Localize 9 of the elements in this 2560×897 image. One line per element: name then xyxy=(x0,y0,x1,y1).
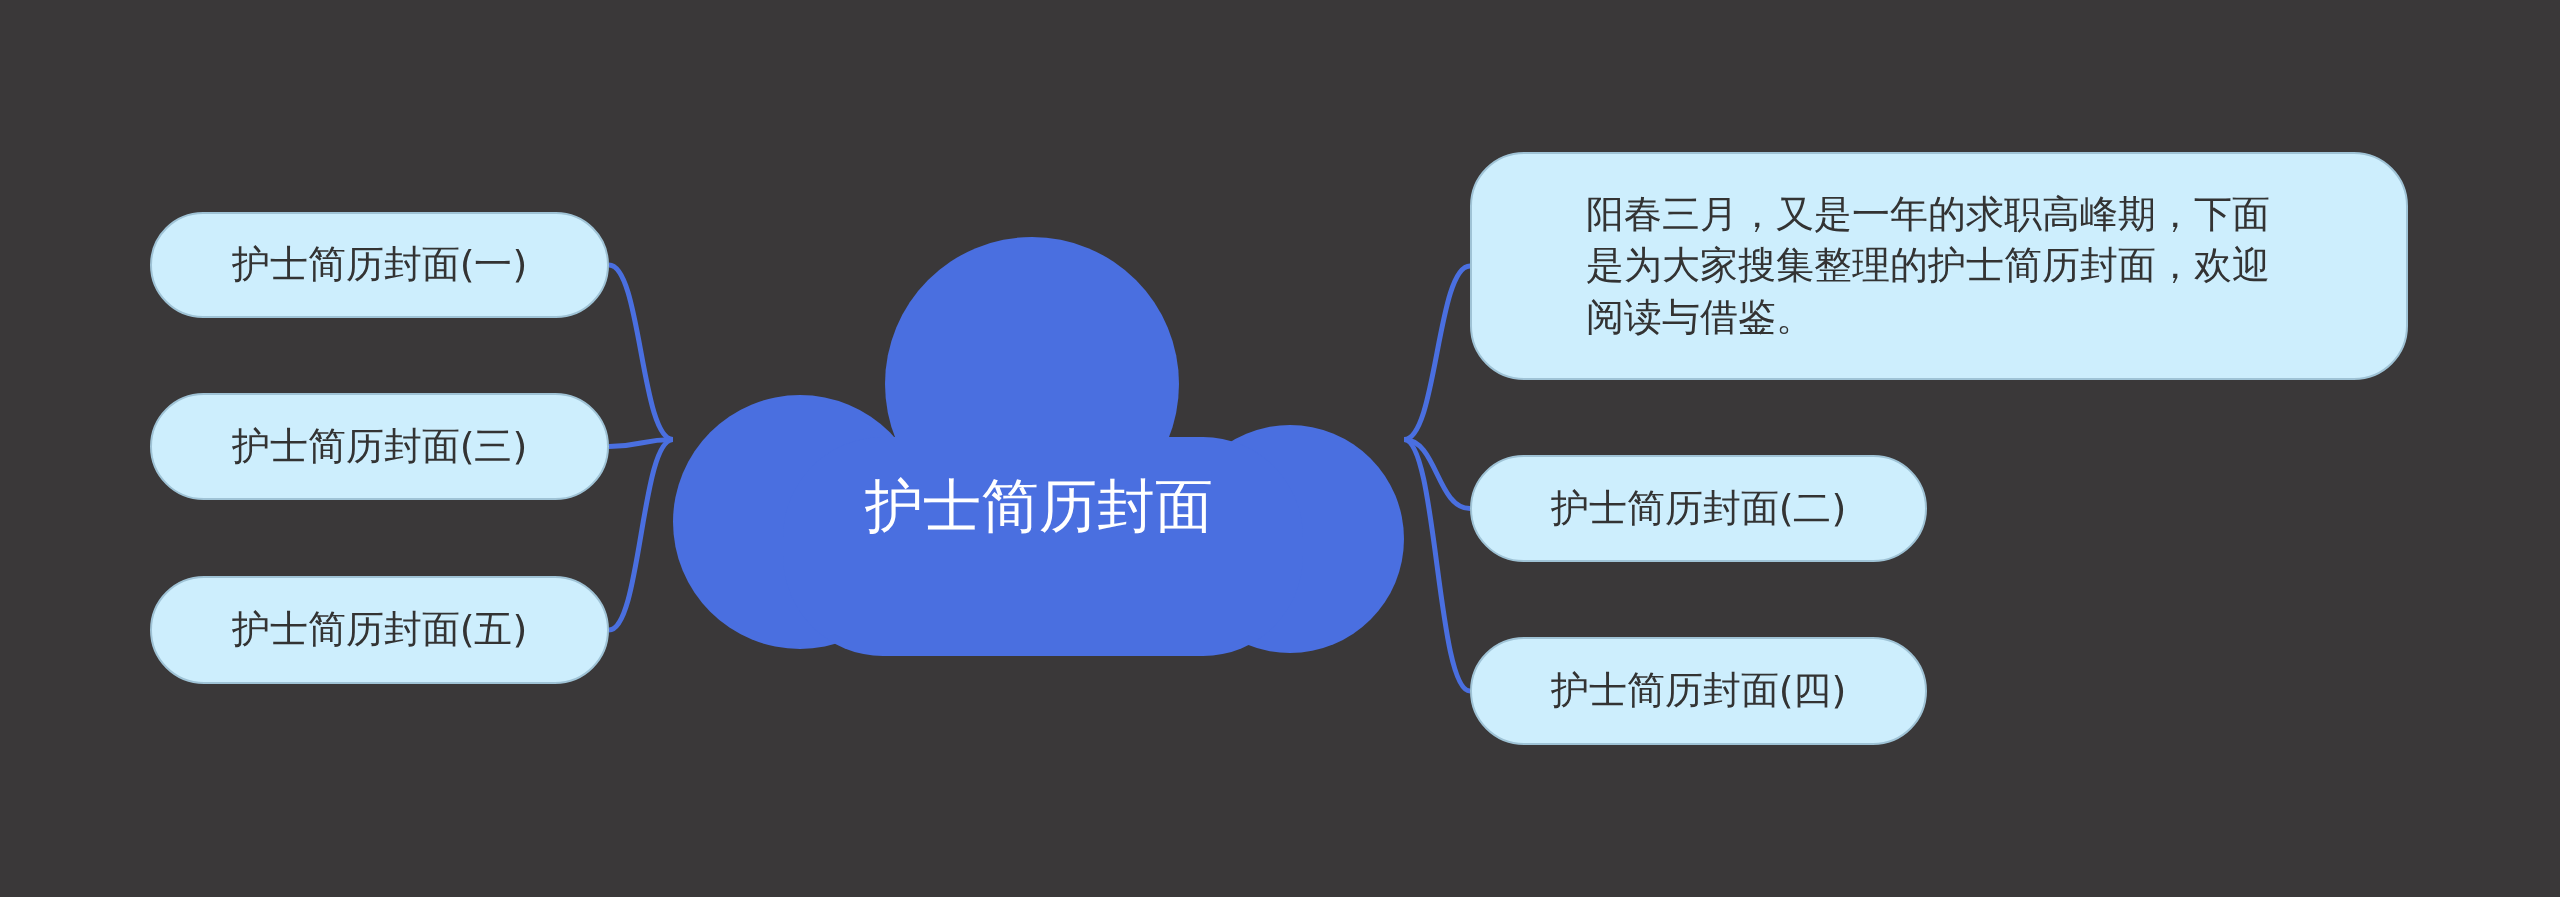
node-text: 护士简历封面(三) xyxy=(231,422,528,470)
node-text: 护士简历封面(二) xyxy=(1550,484,1847,532)
node-text: 护士简历封面(一) xyxy=(231,241,528,289)
topic-pill xyxy=(1470,152,2408,380)
node-text: 护士简历封面(五) xyxy=(231,606,528,654)
node-text: 阳春三月，又是一年的求职高峰期，下面是为大家搜集整理的护士简历封面，欢迎阅读与借鉴。 xyxy=(1585,191,2271,341)
connector-line xyxy=(1403,437,1471,511)
node-text: 护士简历封面(四) xyxy=(1550,667,1847,715)
node-text: 护士简历封面 xyxy=(864,471,1213,543)
